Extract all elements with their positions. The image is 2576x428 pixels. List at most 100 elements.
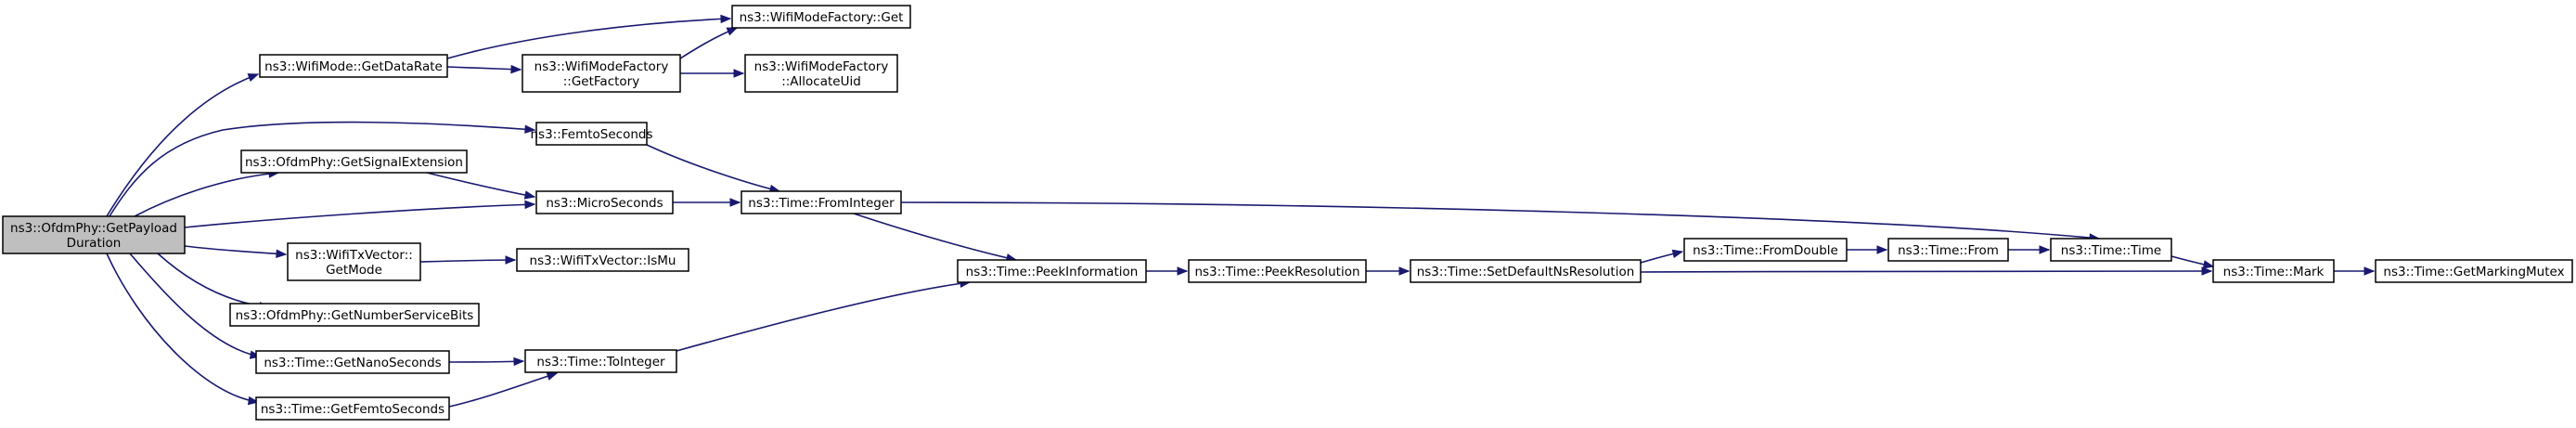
node-label: ns3::WifiModeFactory [535, 59, 669, 74]
edge-arrowhead [729, 198, 741, 207]
node-box[interactable] [255, 350, 450, 374]
edge-line [448, 360, 524, 363]
node-box[interactable] [2212, 259, 2335, 283]
edge-line [129, 253, 261, 357]
function-node[interactable]: ns3::WifiTxVector::IsMu [516, 248, 689, 272]
function-node[interactable]: ns3::WifiModeFactory::Get [731, 5, 911, 29]
edge-n18-to-n19 [1847, 245, 1888, 254]
edge-n0-to-n9 [184, 245, 288, 258]
edge-arrowhead [524, 200, 536, 210]
edge-line [157, 253, 270, 308]
function-node[interactable]: ns3::OfdmPhy::GetSignalExtension [240, 149, 468, 174]
edge-n16-to-n17 [1366, 266, 1410, 276]
node-box[interactable] [1683, 238, 1848, 262]
node-label: ns3::Time::From [1898, 243, 1999, 258]
node-box[interactable] [1410, 259, 1642, 283]
node-label: ns3::OfdmPhy::GetPayload [10, 221, 177, 236]
edge-line [134, 172, 279, 217]
edge-n17-to-n18 [1640, 249, 1684, 264]
function-node[interactable]: ns3::FemtoSeconds [530, 122, 653, 146]
node-box[interactable] [255, 396, 450, 421]
function-node[interactable]: ns3::Time::PeekInformation [957, 259, 1147, 283]
edge-line [1640, 270, 2212, 273]
function-node[interactable]: ns3::OfdmPhy::GetNumberServiceBits [229, 303, 480, 327]
function-node[interactable]: ns3::Time::FromInteger [741, 190, 902, 214]
node-label: ::GetFactory [563, 74, 639, 89]
node-box[interactable] [2, 215, 186, 254]
node-box[interactable] [744, 54, 898, 93]
edge-n0-to-n6 [134, 169, 280, 217]
function-node[interactable]: ns3::WifiTxVector::GetMode [287, 242, 421, 281]
function-node[interactable]: ns3::MicroSeconds [535, 190, 674, 214]
node-box[interactable] [535, 122, 648, 146]
function-node[interactable]: ns3::WifiModeFactory::GetFactory [522, 54, 681, 93]
edge-n14-to-n13 [448, 371, 559, 408]
edge-arrowhead [1398, 266, 1410, 276]
function-node[interactable]: ns3::Time::From [1887, 238, 2009, 262]
node-label: ns3::WifiModeFactory::Get [740, 10, 904, 25]
edge-arrowhead [510, 64, 522, 74]
node-label: ns3::MicroSeconds [546, 196, 663, 211]
node-box[interactable] [731, 5, 911, 29]
node-box[interactable] [535, 190, 674, 214]
node-label: ns3::Time::Mark [2223, 265, 2325, 279]
edge-arrowhead [247, 73, 260, 83]
node-label: ns3::WifiMode::GetDataRate [264, 59, 443, 74]
function-node[interactable]: ns3::Time::FromDouble [1683, 238, 1848, 262]
function-node[interactable]: ns3::Time::GetNanoSeconds [255, 350, 450, 374]
edge-line [676, 281, 971, 352]
edge-line [900, 201, 2100, 240]
node-box[interactable] [287, 242, 421, 281]
edge-n21-to-n22 [2334, 266, 2376, 276]
function-node[interactable]: ns3::Time::GetFemtoSeconds [255, 396, 450, 421]
edge-n2-to-n4 [679, 69, 745, 78]
node-box[interactable] [524, 349, 677, 373]
edge-line [446, 18, 731, 59]
node-label: ns3::OfdmPhy::GetNumberServiceBits [236, 308, 474, 323]
edge-line [106, 253, 259, 403]
node-box[interactable] [516, 248, 689, 272]
function-node[interactable]: ns3::Time::SetDefaultNsResolution [1410, 259, 1642, 283]
node-box[interactable] [2050, 238, 2172, 262]
edge-line [184, 203, 535, 228]
node-layer: ns3::OfdmPhy::GetPayloadDurationns3::Wif… [2, 5, 2573, 421]
node-box[interactable] [259, 54, 448, 78]
edge-line [448, 372, 558, 408]
function-node[interactable]: ns3::Time::Mark [2212, 259, 2335, 283]
edge-n8-to-n20 [900, 201, 2101, 242]
edge-n1-to-n2 [446, 64, 522, 74]
node-box[interactable] [240, 149, 468, 174]
edge-n20-to-n21 [2170, 255, 2215, 269]
node-label: ns3::Time::PeekResolution [1194, 265, 1359, 279]
node-box[interactable] [741, 190, 902, 214]
edge-n8-to-n15 [853, 213, 1018, 263]
edge-n2-to-n3 [679, 27, 739, 59]
node-box[interactable] [957, 259, 1147, 283]
node-box[interactable] [522, 54, 681, 93]
function-node[interactable]: ns3::Time::ToInteger [524, 349, 677, 373]
edge-n15-to-n16 [1146, 266, 1189, 276]
function-node[interactable]: ns3::WifiModeFactory::AllocateUid [744, 54, 898, 93]
edge-n0-to-n5 [109, 121, 536, 217]
function-node[interactable]: ns3::Time::PeekResolution [1188, 259, 1367, 283]
edge-arrowhead [733, 69, 745, 78]
node-box[interactable] [1887, 238, 2009, 262]
function-node[interactable]: ns3::Time::Time [2050, 238, 2172, 262]
node-label: ns3::Time::FromInteger [748, 196, 895, 211]
node-label: ns3::Time::Time [2061, 243, 2161, 258]
node-box[interactable] [2375, 259, 2573, 283]
edge-n0-to-n14 [106, 253, 260, 406]
node-label: ns3::Time::GetNanoSeconds [264, 356, 441, 370]
node-label: ns3::WifiTxVector:: [295, 248, 413, 263]
node-label: ns3::Time::PeekInformation [966, 265, 1139, 279]
node-box[interactable] [1188, 259, 1367, 283]
function-node[interactable]: ns3::Time::GetMarkingMutex [2375, 259, 2573, 283]
node-label: ns3::Time::FromDouble [1693, 243, 1838, 258]
function-node[interactable]: ns3::WifiMode::GetDataRate [259, 54, 448, 78]
node-box[interactable] [229, 303, 480, 327]
edge-arrowhead [726, 27, 739, 36]
edge-line [646, 144, 780, 192]
